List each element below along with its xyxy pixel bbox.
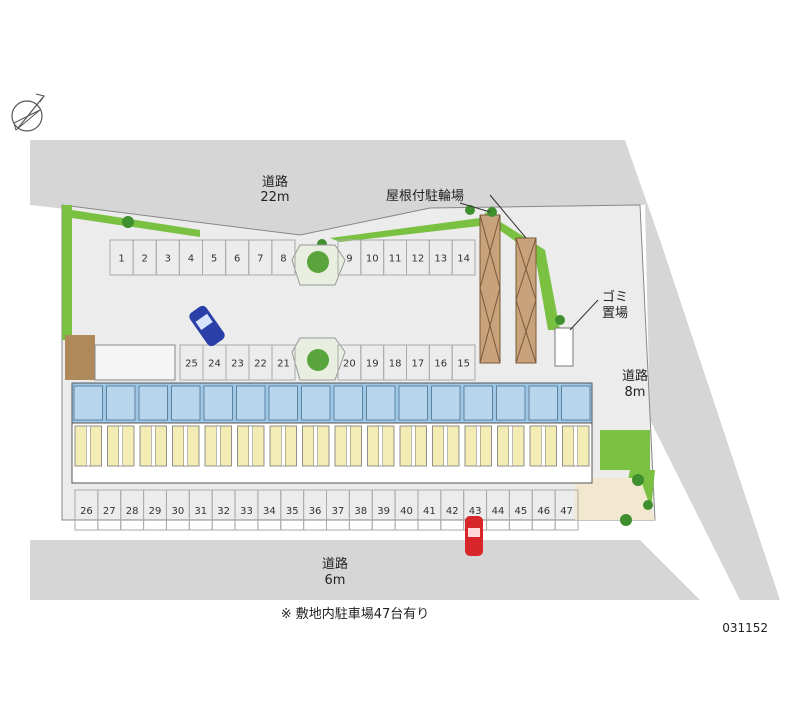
parking-stall: 47 [554,489,579,531]
stall-number: 41 [423,506,436,517]
stall-number: 42 [446,506,459,517]
entrance-structure [94,344,176,381]
bike-parking-roofs [479,214,537,364]
apartment-unit [561,385,591,467]
apartment-unit [171,385,201,467]
stall-number: 7 [257,254,263,265]
stall-number: 17 [412,359,425,370]
south-road-name: 道路 [322,556,348,572]
parking-stall: 8 [271,239,296,276]
stall-number: 45 [514,506,527,517]
stall-number: 34 [263,506,276,517]
planter [291,244,346,381]
lower-parking-row: 26 27 28 29 30 31 32 33 34 35 36 37 38 39 40 41 42 43 44 45… [74,489,579,531]
stall-number: 5 [211,254,217,265]
stall-number: 6 [234,254,240,265]
apartment-unit [463,385,493,467]
apartment-unit [268,385,298,467]
east-road-name: 道路 [622,368,648,384]
stall-number: 11 [389,254,402,265]
apartment-unit [528,385,558,467]
east-road-width: 8m [625,385,646,400]
apartment-unit [366,385,396,467]
apartment-unit [203,385,233,467]
parking-stall: 14 [451,239,476,276]
stall-number: 3 [165,254,171,265]
stall-number: 40 [400,506,413,517]
apartment-unit [301,385,331,467]
stall-number: 4 [188,254,194,265]
stall-number: 35 [286,506,299,517]
stall-number: 28 [126,506,139,517]
stall-number: 19 [366,359,379,370]
stall-number: 1 [118,254,124,265]
blue-car-icon [189,305,225,347]
apartment-unit [333,385,363,467]
stall-number: 13 [434,254,447,265]
garbage-label-line2: 置場 [602,306,628,321]
stall-number: 9 [346,254,352,265]
parking-stall: 21 [271,344,296,381]
stall-number: 25 [185,359,198,370]
south-road-width: 6m [325,573,346,588]
apartment-unit [496,385,526,467]
stall-number: 24 [208,359,221,370]
stall-number: 33 [240,506,253,517]
north-road-width: 22m [260,190,289,205]
apartment-unit [73,385,103,467]
stall-number: 37 [332,506,345,517]
stall-number: 22 [254,359,267,370]
stall-number: 47 [560,506,573,517]
apartment-unit [138,385,168,467]
bicycle-parking-label: 屋根付駐輪場 [386,188,464,204]
stall-number: 44 [492,506,505,517]
stall-number: 14 [457,254,470,265]
parking-stall: 15 [451,344,476,381]
stall-number: 46 [537,506,550,517]
east-road [625,140,780,600]
stall-number: 29 [149,506,162,517]
map-id: 031152 [722,621,768,635]
south-road [30,540,700,600]
plaza [575,478,655,520]
stall-number: 2 [142,254,148,265]
stall-number: 15 [457,359,470,370]
stall-number: 16 [434,359,447,370]
red-car-icon [465,516,483,556]
stall-number: 8 [280,254,286,265]
apartment-unit [106,385,136,467]
north-road-name: 道路 [262,174,288,190]
stall-number: 36 [309,506,322,517]
stall-number: 20 [343,359,356,370]
stall-number: 18 [389,359,402,370]
middle-parking-row: 25 24 23 22 21 20 19 18 17 16 15 [179,344,476,381]
stall-number: 10 [366,254,379,265]
stall-number: 43 [469,506,482,517]
stall-number: 27 [103,506,116,517]
stall-number: 32 [217,506,230,517]
stall-number: 12 [412,254,425,265]
apartment-unit [398,385,428,467]
brick-area [65,335,95,380]
stall-number: 26 [80,506,93,517]
apartment-unit [236,385,266,467]
parking-note: ※ 敷地内駐車場47台有り [281,606,430,622]
stall-number: 39 [377,506,390,517]
stall-number: 23 [231,359,244,370]
stall-number: 30 [172,506,185,517]
compass-icon [11,93,45,132]
garbage-label-line1: ゴミ [602,289,628,305]
stall-number: 21 [277,359,290,370]
garbage-area [554,327,574,367]
stall-number: 38 [354,506,367,517]
stall-number: 31 [194,506,207,517]
north-road [30,140,645,235]
apartment-building [71,382,593,484]
apartment-unit [431,385,461,467]
